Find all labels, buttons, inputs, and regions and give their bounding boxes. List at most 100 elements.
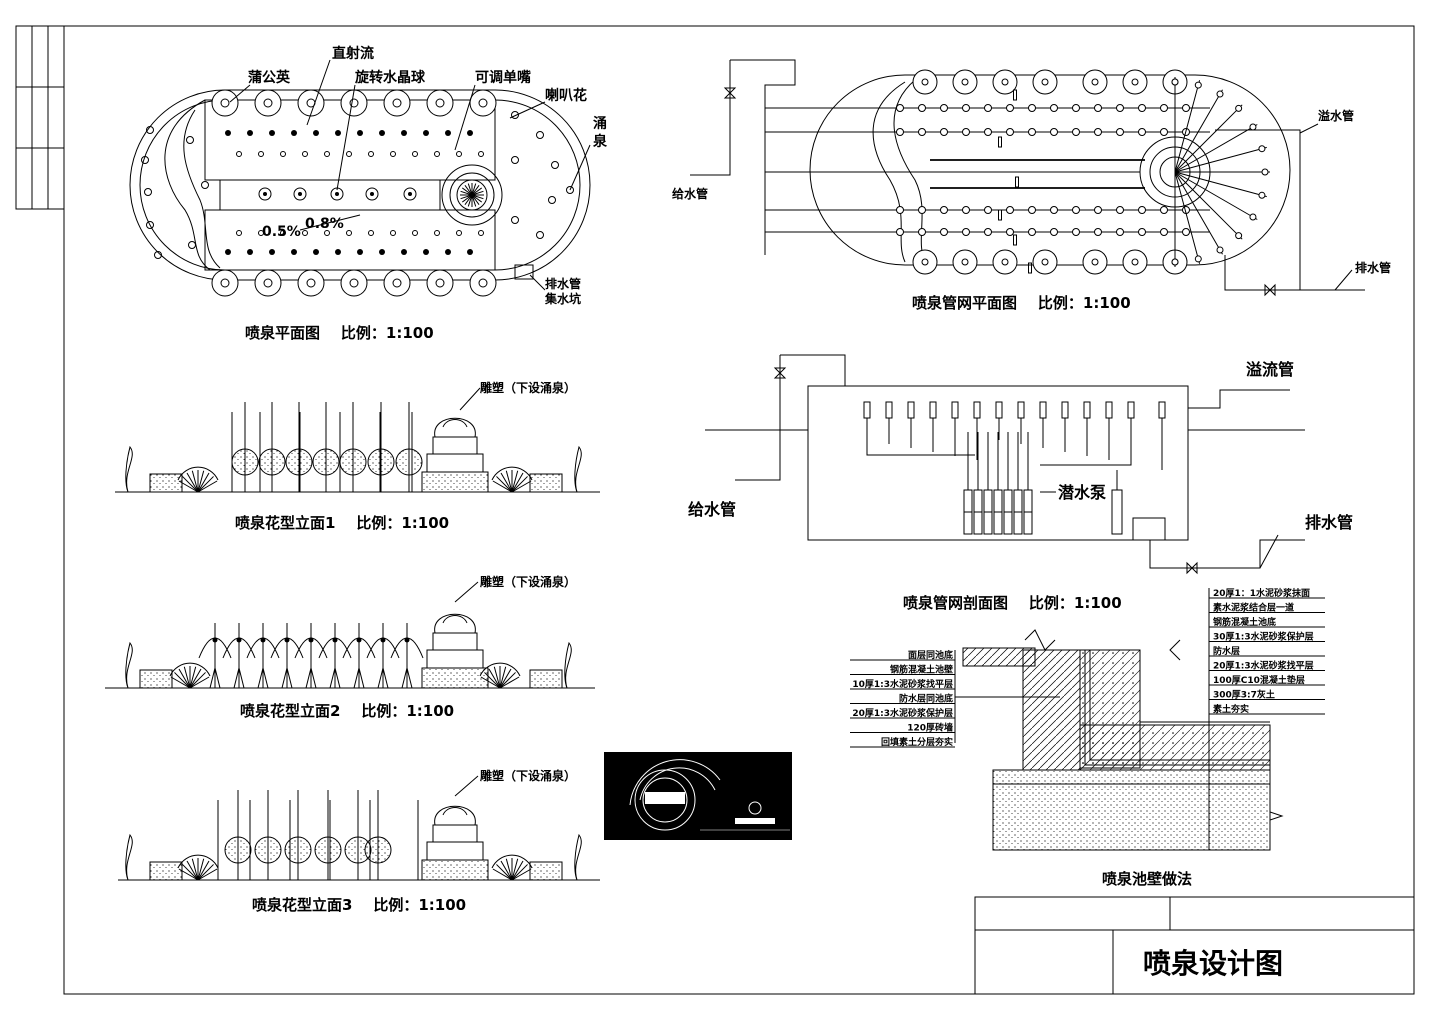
pipe-nozzle <box>962 104 970 112</box>
dandelion-nozzle <box>469 89 497 117</box>
jet-nozzle <box>423 249 429 255</box>
valve-mark <box>1013 234 1017 246</box>
jet-nozzle <box>445 130 451 136</box>
trumpet-nozzle <box>511 156 519 164</box>
pipe-nozzle <box>896 228 904 236</box>
crystal-ball-nozzle <box>403 187 417 201</box>
pipe-nozzle <box>918 128 926 136</box>
elevation1-sculpture-label: 雕塑（下设涌泉） <box>480 380 576 395</box>
jet-nozzle <box>478 151 484 157</box>
dandelion-nozzle <box>340 269 368 297</box>
nozzle-riser <box>907 401 915 419</box>
pipe-nozzle <box>1028 128 1036 136</box>
dandelion-node <box>952 69 978 95</box>
figure-silhouette <box>574 445 582 493</box>
pipe-nozzle <box>1094 228 1102 236</box>
dandelion-nozzle <box>297 89 325 117</box>
section-caption: 喷泉管网剖面图 比例：1:100 <box>903 594 1122 612</box>
label-adjustable-nozzle: 可调单嘴 <box>475 69 531 86</box>
pipe-nozzle <box>962 228 970 236</box>
fountain-plan: 0.5% 0.8% 蒲公英 直射流 旋转水晶球 可调单嘴 喇叭花 涌 泉 排水管… <box>129 45 608 306</box>
wall-left-note: 120厚砖墙 <box>907 722 953 734</box>
label-drain-pipe: 排水管 <box>545 276 581 291</box>
pipe-nozzle <box>1028 104 1036 112</box>
fan-jet <box>182 864 199 881</box>
pipe-nozzle <box>1028 206 1036 214</box>
figure-silhouette <box>125 445 133 493</box>
planter-box <box>139 669 173 689</box>
fan-jet <box>492 480 513 493</box>
pipe-nozzle <box>984 206 992 214</box>
fan-jet <box>500 860 513 881</box>
fan-jet <box>500 472 513 493</box>
crystal-ball <box>284 836 312 864</box>
pump <box>1111 489 1123 535</box>
jet-nozzle <box>357 249 363 255</box>
jet-nozzle <box>280 151 286 157</box>
wall-right-note: 钢筋混凝土池底 <box>1213 616 1276 628</box>
pipe-nozzle <box>962 206 970 214</box>
fan-jet <box>511 480 532 493</box>
fan-jet <box>189 668 202 689</box>
title-block: 喷泉设计图 <box>974 896 1415 995</box>
sculpture-tier <box>426 453 484 473</box>
pipe-nozzle <box>1006 128 1014 136</box>
crystal-ball <box>258 448 286 476</box>
valve-mark <box>998 209 1002 221</box>
nozzle-riser <box>1039 401 1047 419</box>
jet-nozzle <box>335 249 341 255</box>
fan-jet <box>197 472 210 493</box>
crystal-ball <box>312 448 340 476</box>
gushing-nozzle <box>1249 123 1257 131</box>
jet-nozzle <box>412 151 418 157</box>
gushing-nozzle <box>1249 213 1257 221</box>
jet-nozzle <box>335 130 341 136</box>
fan-jet <box>511 858 519 881</box>
dandelion-nozzle <box>340 89 368 117</box>
planter-box <box>149 473 183 493</box>
wall-left-note: 防水层同池底 <box>899 693 953 705</box>
gushing-nozzle <box>1261 168 1269 176</box>
wall-right-note: 素土夯实 <box>1213 703 1249 715</box>
pipe-nozzle <box>1182 228 1190 236</box>
nozzle-riser <box>1017 401 1025 419</box>
figure-silhouette <box>574 833 582 881</box>
sculpture-tier <box>432 824 478 843</box>
jet-nozzle <box>368 230 374 236</box>
nozzle-riser <box>973 401 981 419</box>
crystal-ball <box>254 836 282 864</box>
pipe-nozzle <box>1116 206 1124 214</box>
dandelion-nozzle <box>254 269 282 297</box>
gushing-nozzle <box>1235 104 1243 112</box>
fan-jet <box>493 666 501 689</box>
jet-nozzle <box>313 249 319 255</box>
jet-nozzle <box>346 151 352 157</box>
nozzle-riser <box>1083 401 1091 419</box>
pipe-nozzle <box>1138 128 1146 136</box>
fan-jet <box>189 672 206 689</box>
sculpture-tier <box>421 471 489 493</box>
jet-nozzle <box>236 151 242 157</box>
slope-label-a: 0.5% <box>262 224 301 240</box>
fan-jet <box>511 864 528 881</box>
trumpet-nozzle <box>511 216 519 224</box>
pipe-nozzle <box>1050 206 1058 214</box>
wall-left-note: 钢筋混凝土池壁 <box>890 664 953 676</box>
elevation3-sculpture-label: 雕塑（下设涌泉） <box>480 768 576 783</box>
fan-jet <box>183 666 191 689</box>
wall-right-note: 30厚1:3水泥砂浆保护层 <box>1213 631 1314 643</box>
pipe-nozzle <box>1050 104 1058 112</box>
pipe-nozzle <box>1094 104 1102 112</box>
dandelion-node <box>992 249 1018 275</box>
sculpture-top <box>434 613 476 634</box>
fan-jet <box>499 666 507 689</box>
pipe-nozzle <box>918 104 926 112</box>
nozzle-riser <box>1127 401 1135 419</box>
pipe-nozzle <box>1138 206 1146 214</box>
pipe-nozzle <box>1116 128 1124 136</box>
fan-jet <box>499 672 516 689</box>
jet-nozzle <box>368 151 374 157</box>
fan-jet <box>182 476 199 493</box>
section-label-supply: 给水管 <box>688 500 736 519</box>
nozzle-riser <box>995 401 1003 419</box>
